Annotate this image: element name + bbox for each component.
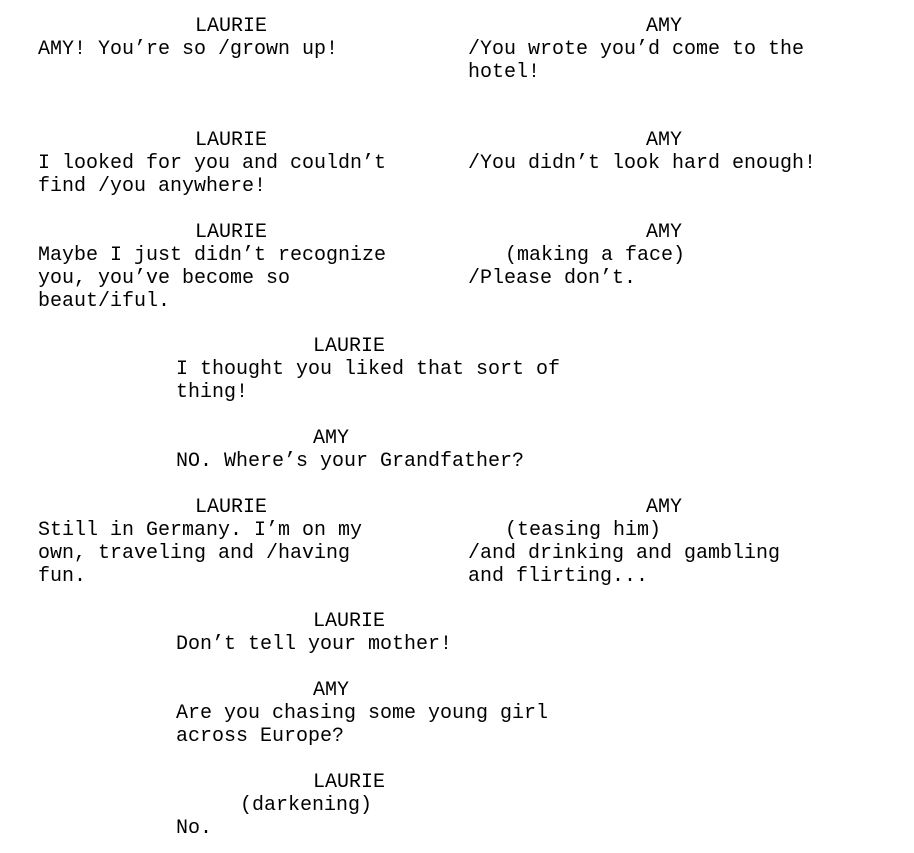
- dialogue-block: LAURIE I looked for you and couldn’t fin…: [38, 129, 386, 198]
- character-name: LAURIE: [195, 496, 268, 519]
- dialogue-line: No.: [176, 817, 213, 840]
- dialogue-block: AMY /You wrote you’d come to the hotel!: [468, 15, 804, 84]
- dialogue-block: AMY (making a face) /Please don’t.: [468, 221, 685, 290]
- dialogue-line: AMY! You’re so /grown up!: [38, 38, 339, 61]
- dialogue-line: /You wrote you’d come to the: [468, 38, 805, 61]
- dialogue-line: across Europe?: [176, 725, 345, 748]
- dialogue-line: NO. Where’s your Grandfather?: [176, 450, 525, 473]
- character-name: LAURIE: [195, 221, 268, 244]
- dialogue-line: thing!: [176, 381, 249, 404]
- character-name: LAURIE: [313, 335, 386, 358]
- dialogue-block: LAURIE Still in Germany. I’m on my own, …: [38, 496, 362, 588]
- dialogue-block: LAURIE Maybe I just didn’t recognize you…: [38, 221, 386, 313]
- dialogue-block: AMY Are you chasing some young girl acro…: [176, 679, 548, 748]
- dialogue-line: /You didn’t look hard enough!: [468, 152, 817, 175]
- character-name: AMY: [646, 221, 683, 244]
- parenthetical: (teasing him): [505, 519, 662, 542]
- dialogue-line: beaut/iful.: [38, 290, 171, 313]
- dialogue-block: AMY NO. Where’s your Grandfather?: [176, 427, 524, 473]
- character-name: AMY: [313, 679, 350, 702]
- dialogue-block: LAURIE AMY! You’re so /grown up!: [38, 15, 338, 61]
- dialogue-block: AMY /You didn’t look hard enough!: [468, 129, 816, 175]
- dialogue-line: I looked for you and couldn’t: [38, 152, 387, 175]
- dialogue-line: own, traveling and /having: [38, 542, 351, 565]
- character-name: AMY: [646, 129, 683, 152]
- character-name: LAURIE: [313, 610, 386, 633]
- character-name: LAURIE: [313, 771, 386, 794]
- dialogue-line: Are you chasing some young girl: [176, 702, 549, 725]
- parenthetical: (darkening): [240, 794, 373, 817]
- character-name: LAURIE: [195, 15, 268, 38]
- dialogue-block: LAURIE Don’t tell your mother!: [176, 610, 452, 656]
- character-name: LAURIE: [195, 129, 268, 152]
- character-name: AMY: [646, 15, 683, 38]
- parenthetical: (making a face): [505, 244, 686, 267]
- dialogue-line: Don’t tell your mother!: [176, 633, 453, 656]
- dialogue-block: LAURIE I thought you liked that sort of …: [176, 335, 560, 404]
- dialogue-block: AMY (teasing him) /and drinking and gamb…: [468, 496, 780, 588]
- character-name: AMY: [646, 496, 683, 519]
- dialogue-line: Still in Germany. I’m on my: [38, 519, 363, 542]
- dialogue-line: fun.: [38, 565, 87, 588]
- dialogue-line: hotel!: [468, 61, 541, 84]
- dialogue-line: /and drinking and gambling: [468, 542, 781, 565]
- dialogue-line: Maybe I just didn’t recognize: [38, 244, 387, 267]
- dialogue-line: and flirting...: [468, 565, 649, 588]
- dialogue-line: you, you’ve become so: [38, 267, 291, 290]
- character-name: AMY: [313, 427, 350, 450]
- dialogue-block: LAURIE (darkening) No.: [176, 771, 385, 840]
- dialogue-line: /Please don’t.: [468, 267, 637, 290]
- dialogue-line: I thought you liked that sort of: [176, 358, 561, 381]
- dialogue-line: find /you anywhere!: [38, 175, 267, 198]
